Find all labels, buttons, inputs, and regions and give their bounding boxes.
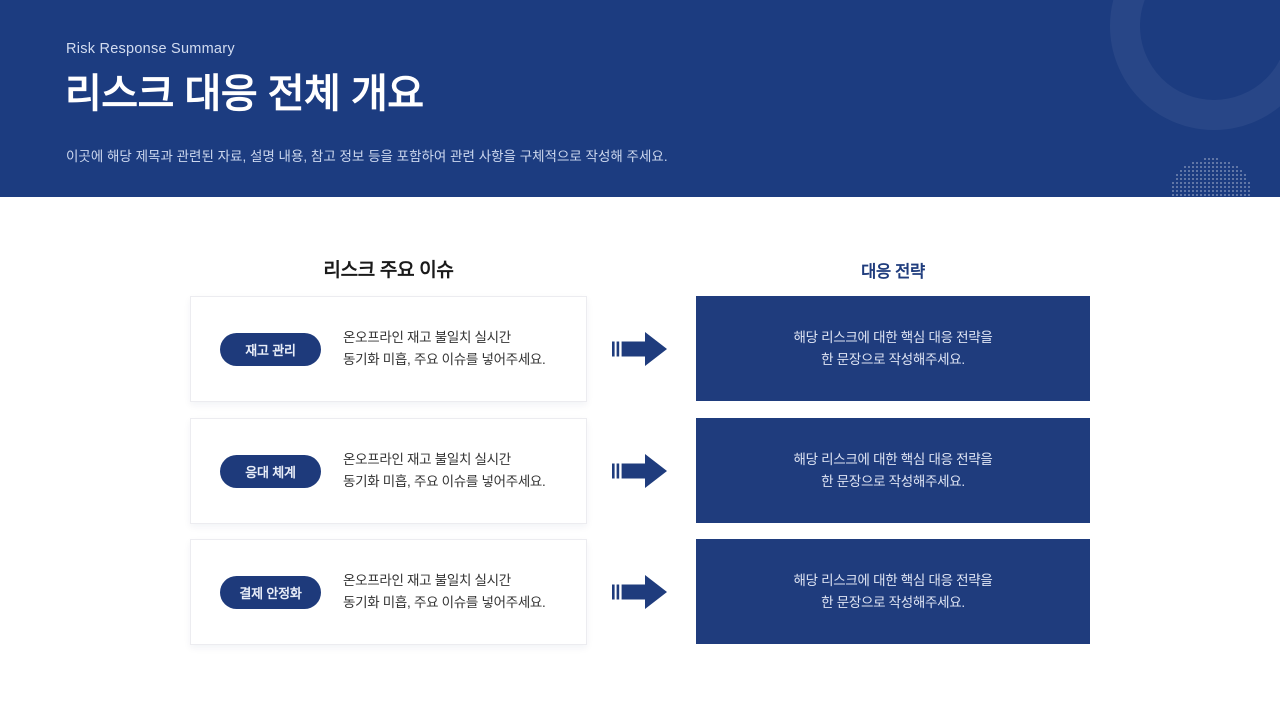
issue-badge[interactable]: 결제 안정화 — [220, 575, 321, 609]
strategy-box[interactable]: 해당 리스크에 대한 핵심 대응 전략을 한 문장으로 작성해주세요. — [696, 296, 1090, 401]
arrow-right-icon — [612, 572, 670, 612]
strategy-description-line1: 해당 리스크에 대한 핵심 대응 전략을 — [793, 329, 993, 345]
left-column-heading: 리스크 주요 이슈 — [323, 260, 454, 281]
strategy-box[interactable]: 해당 리스크에 대한 핵심 대응 전략을 한 문장으로 작성해주세요. — [696, 418, 1090, 523]
risk-row: 결제 안정화 온오프라인 재고 불일치 실시간 동기화 미흡, 주요 이슈를 넣… — [0, 539, 1280, 645]
strategy-description-line1: 해당 리스크에 대한 핵심 대응 전략을 — [793, 572, 993, 588]
arrow-right-icon — [612, 451, 670, 491]
header-subtitle: 이곳에 해당 제목과 관련된 자료, 설명 내용, 참고 정보 등을 포함하여 … — [66, 149, 668, 164]
issue-description-line2: 동기화 미흡, 주요 이슈를 넣어주세요. — [343, 352, 546, 367]
issue-badge[interactable]: 재고 관리 — [220, 332, 321, 366]
ring-icon — [1110, 0, 1280, 130]
strategy-box[interactable]: 해당 리스크에 대한 핵심 대응 전략을 한 문장으로 작성해주세요. — [696, 539, 1090, 644]
dot-grid-icon — [1168, 158, 1256, 197]
strategy-description: 해당 리스크에 대한 핵심 대응 전략을 한 문장으로 작성해주세요. — [793, 449, 992, 493]
risk-row: 재고 관리 온오프라인 재고 불일치 실시간 동기화 미흡, 주요 이슈를 넣어… — [0, 296, 1280, 402]
strategy-description: 해당 리스크에 대한 핵심 대응 전략을 한 문장으로 작성해주세요. — [793, 570, 992, 614]
issue-description: 온오프라인 재고 불일치 실시간 동기화 미흡, 주요 이슈를 넣어주세요. — [343, 570, 546, 614]
issue-description-line1: 온오프라인 재고 불일치 실시간 — [343, 330, 511, 346]
header-eyebrow: Risk Response Summary — [66, 41, 235, 57]
issue-badge[interactable]: 응대 체계 — [220, 454, 321, 488]
strategy-description-line2: 한 문장으로 작성해주세요. — [821, 594, 965, 610]
issue-description-line2: 동기화 미흡, 주요 이슈를 넣어주세요. — [343, 474, 546, 489]
page-title: 리스크 대응 전체 개요 — [65, 72, 424, 116]
strategy-description: 해당 리스크에 대한 핵심 대응 전략을 한 문장으로 작성해주세요. — [793, 327, 992, 371]
arrow-right-icon — [612, 329, 670, 369]
issue-card[interactable]: 응대 체계 온오프라인 재고 불일치 실시간 동기화 미흡, 주요 이슈를 넣어… — [190, 418, 587, 524]
issue-card[interactable]: 재고 관리 온오프라인 재고 불일치 실시간 동기화 미흡, 주요 이슈를 넣어… — [190, 296, 587, 402]
issue-card[interactable]: 결제 안정화 온오프라인 재고 불일치 실시간 동기화 미흡, 주요 이슈를 넣… — [190, 539, 587, 645]
risk-row: 응대 체계 온오프라인 재고 불일치 실시간 동기화 미흡, 주요 이슈를 넣어… — [0, 418, 1280, 524]
issue-description-line2: 동기화 미흡, 주요 이슈를 넣어주세요. — [343, 595, 546, 610]
issue-description-line1: 온오프라인 재고 불일치 실시간 — [343, 573, 511, 589]
slide-header: Risk Response Summary 리스크 대응 전체 개요 이곳에 해… — [0, 0, 1280, 197]
strategy-description-line2: 한 문장으로 작성해주세요. — [821, 351, 965, 367]
right-column-heading: 대응 전략 — [861, 263, 925, 281]
issue-description: 온오프라인 재고 불일치 실시간 동기화 미흡, 주요 이슈를 넣어주세요. — [343, 327, 546, 371]
issue-description-line1: 온오프라인 재고 불일치 실시간 — [343, 452, 511, 468]
strategy-description-line1: 해당 리스크에 대한 핵심 대응 전략을 — [793, 451, 993, 467]
issue-description: 온오프라인 재고 불일치 실시간 동기화 미흡, 주요 이슈를 넣어주세요. — [343, 449, 546, 493]
strategy-description-line2: 한 문장으로 작성해주세요. — [821, 473, 965, 489]
